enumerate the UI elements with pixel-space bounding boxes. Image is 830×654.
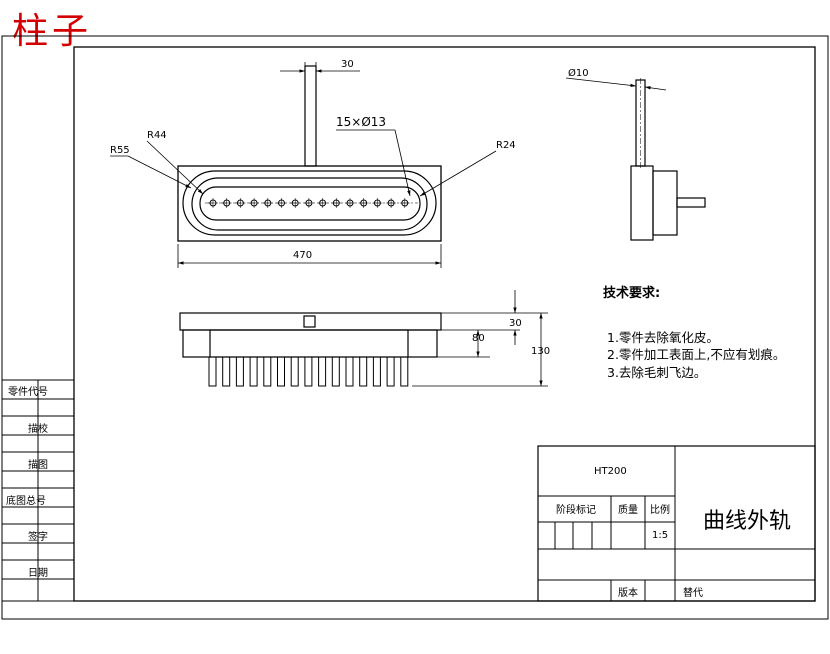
pin [277, 356, 285, 387]
hole-center-mark [303, 198, 314, 208]
pin [372, 356, 381, 387]
hole-center-mark [235, 198, 246, 208]
pin [304, 356, 313, 387]
hole-center-mark [249, 198, 260, 208]
tech-req-item-2: 2.零件加工表面上,不应有划痕。 [607, 347, 785, 362]
material: HT200 [594, 466, 627, 477]
part-name: 曲线外轨 [703, 509, 791, 534]
dim-radius-middle: R44 [147, 130, 167, 141]
version-label: 版本 [618, 586, 638, 599]
pin [235, 356, 244, 387]
mass-label: 质量 [618, 504, 638, 516]
hole-center-mark [208, 198, 218, 208]
dim-overall-length: 470 [293, 250, 312, 261]
hole-center-mark [317, 198, 328, 208]
top-rod [304, 65, 317, 167]
stage-label: 阶段标记 [556, 503, 596, 516]
front-view [179, 312, 442, 358]
pin [386, 356, 395, 387]
pin [290, 356, 299, 387]
dim-radius-outer: R55 [110, 145, 130, 156]
side-table [2, 379, 74, 602]
pin [318, 356, 327, 387]
pin [222, 356, 231, 387]
side-label-tracing: 描图 [28, 458, 48, 471]
hole-center-mark [386, 198, 397, 208]
hole-row [208, 198, 410, 208]
pin-row [208, 356, 409, 387]
side-label-part-code: 零件代号 [8, 386, 48, 398]
hole-center-mark [331, 198, 342, 208]
dim-body-height: 80 [472, 333, 485, 344]
dim-plate-thickness: 30 [509, 318, 522, 329]
corner-title: 柱子 [12, 11, 93, 52]
dim-total-height: 130 [531, 346, 550, 357]
side-label-trace-check: 描校 [28, 422, 48, 435]
pin [359, 356, 368, 387]
hole-center-mark [221, 198, 232, 208]
side-view [630, 78, 706, 241]
hole-center-mark [290, 198, 301, 208]
hole-center-mark [345, 198, 355, 208]
pin [331, 356, 340, 387]
hole-center-mark [262, 198, 273, 208]
top-plate [177, 165, 442, 242]
title-block [537, 445, 816, 602]
tech-req-item-3: 3.去除毛刺飞边。 [607, 365, 706, 380]
hole-center-mark [358, 198, 369, 208]
hole-center-mark [276, 198, 287, 208]
tech-req-heading: 技术要求: [603, 285, 660, 301]
pin [249, 356, 258, 387]
side-label-signature: 签字 [28, 530, 48, 543]
tech-req-item-1: 1.零件去除氧化皮。 [607, 330, 719, 345]
pin [208, 356, 217, 387]
replace-label: 替代 [683, 586, 703, 599]
dim-hole-pattern: 15×Ø13 [336, 115, 386, 129]
hole-center-mark [399, 198, 410, 208]
side-label-date: 日期 [28, 567, 48, 579]
inner-frame [73, 46, 816, 602]
scale-label: 比例 [650, 503, 670, 516]
pin [345, 356, 354, 387]
pin [263, 356, 272, 387]
outer-frame [1, 35, 829, 620]
dim-rod-width: 30 [341, 59, 354, 70]
top-view [177, 65, 442, 242]
dim-side-rod-diameter: Ø10 [568, 67, 589, 79]
hole-center-mark [372, 198, 383, 208]
pin [400, 356, 409, 387]
dim-radius-inner: R24 [496, 140, 516, 151]
side-label-base-number: 底图总号 [6, 494, 46, 507]
scale-value: 1:5 [652, 530, 668, 541]
